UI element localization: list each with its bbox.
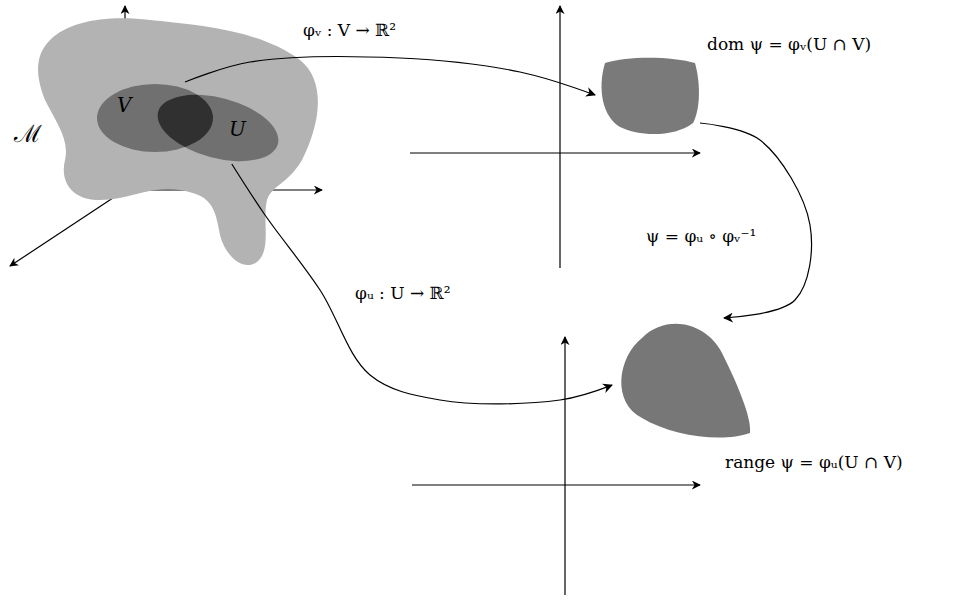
region-fill xyxy=(97,84,213,152)
axis-line xyxy=(559,6,560,268)
map-label: φᵤ : U → ℝ² xyxy=(352,283,454,304)
range-blob: range ψ = φᵤ(U ∩ V) xyxy=(612,318,752,440)
transition-map-arrow xyxy=(700,123,812,318)
domain-blob: dom ψ = φᵥ(U ∩ V) xyxy=(595,55,700,135)
map-label: φᵥ : V → ℝ² xyxy=(300,20,399,41)
node-outline xyxy=(612,318,752,440)
map-label: ψ = φᵤ ∘ φᵥ⁻¹ xyxy=(643,226,759,247)
chart-map-arrow xyxy=(232,164,612,404)
blob-fill xyxy=(601,58,698,134)
node-outline xyxy=(155,92,283,164)
node-outline xyxy=(595,55,700,135)
blob-fill xyxy=(621,324,750,438)
manifold-region: ℳ V U xyxy=(8,15,338,273)
node-label: ℳ xyxy=(14,121,42,147)
axis-line xyxy=(410,152,700,153)
axis-line xyxy=(10,190,125,266)
manifold-surface xyxy=(38,18,318,265)
intersection-fill xyxy=(97,84,213,152)
node-label: V xyxy=(117,94,131,116)
node-label: U xyxy=(229,118,246,140)
chart-map-arrow xyxy=(185,57,595,95)
node-label: dom ψ = φᵥ(U ∩ V) xyxy=(707,35,871,54)
axis-line xyxy=(564,337,565,595)
axis-line xyxy=(412,484,700,485)
node-label: range ψ = φᵤ(U ∩ V) xyxy=(725,453,903,472)
chart-domain-u: U xyxy=(155,92,283,164)
